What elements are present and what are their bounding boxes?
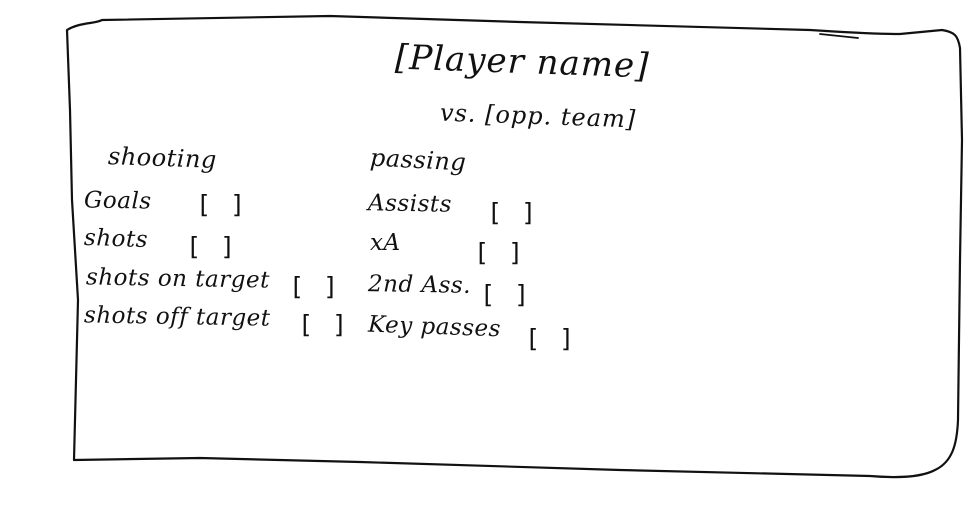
player-name-placeholder: [Player name]	[394, 37, 651, 87]
stat-label-xa: xA	[370, 230, 401, 256]
card-border	[65, 14, 964, 479]
opponent-line: vs. [opp. team]	[439, 98, 637, 134]
stat-box-second-assists[interactable]: [ ]	[480, 280, 532, 309]
stat-box-key-passes[interactable]: [ ]	[525, 324, 577, 353]
border-overstroke	[819, 33, 859, 39]
stat-label-shots-on-target: shots on target	[85, 264, 271, 294]
stat-box-assists[interactable]: [ ]	[487, 198, 539, 227]
stat-label-shots: shots	[83, 224, 149, 254]
stat-box-goals[interactable]: [ ]	[196, 190, 248, 219]
shooting-heading: shooting	[107, 142, 218, 174]
stat-box-xa[interactable]: [ ]	[474, 238, 526, 267]
stat-box-shots[interactable]: [ ]	[186, 232, 238, 261]
stat-label-key-passes: Key passes	[367, 311, 502, 343]
stat-box-shots-off-target[interactable]: [ ]	[298, 310, 350, 339]
stat-label-shots-off-target: shots off target	[83, 302, 271, 332]
stat-label-assists: Assists	[367, 190, 453, 218]
stat-label-goals: Goals	[83, 187, 152, 215]
stat-box-shots-on-target[interactable]: [ ]	[289, 272, 341, 301]
stat-label-second-assists: 2nd Ass.	[367, 271, 472, 299]
passing-heading: passing	[369, 143, 467, 177]
